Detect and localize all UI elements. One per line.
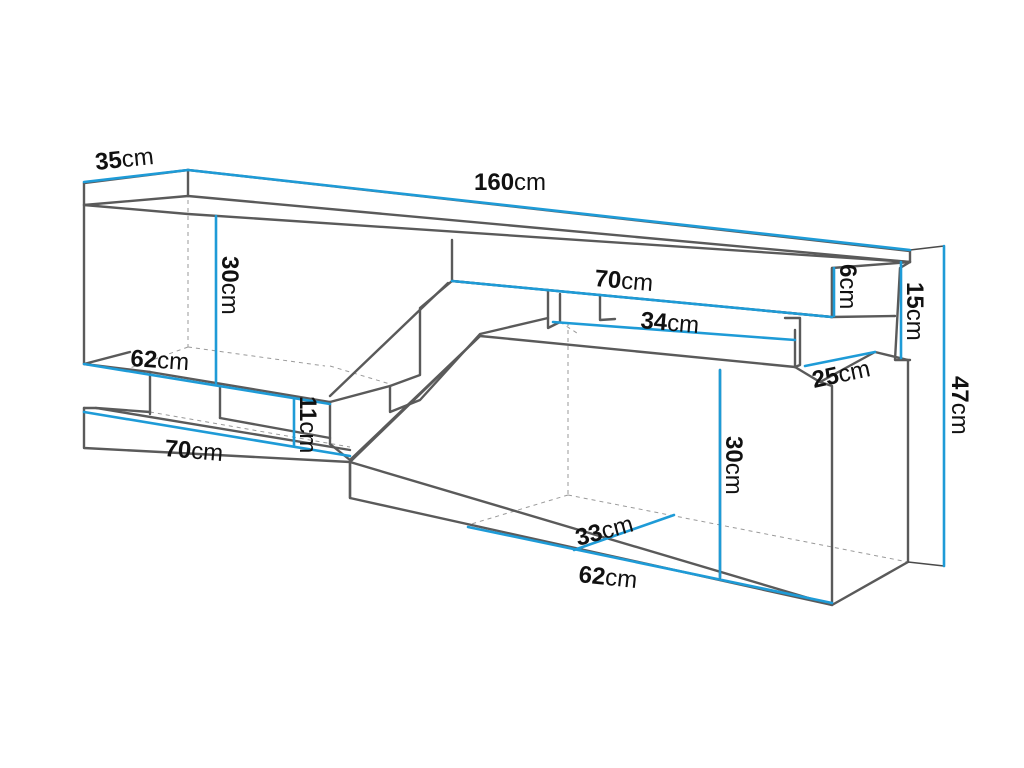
dim-line-overall-depth	[82, 168, 190, 184]
label-overall-depth: 35cm	[94, 143, 155, 176]
label-right-step-depth: 25cm	[810, 355, 873, 394]
label-total-height: 47cm	[946, 376, 973, 435]
dim-line-center-shelf-width	[450, 279, 834, 319]
label-center-shelf-height: 6cm	[834, 264, 861, 309]
dimension-labels: 35cm 160cm 30cm 62cm 70cm 6cm 15cm 34cm …	[94, 143, 973, 594]
label-right-lower-height: 30cm	[720, 436, 747, 495]
label-right-lower-width: 62cm	[577, 561, 638, 594]
left-upper-module	[82, 203, 332, 404]
right-upper-step	[893, 260, 912, 362]
dim-line-right-step-depth	[803, 350, 877, 368]
dimension-lines	[82, 168, 946, 605]
label-left-upper-width: 62cm	[130, 345, 190, 376]
label-center-shelf-width: 70cm	[593, 265, 654, 297]
label-left-base-width: 70cm	[163, 435, 224, 467]
label-left-gap-height: 11cm	[294, 396, 321, 453]
label-inner-shelf-width: 34cm	[639, 307, 700, 339]
label-left-upper-height: 30cm	[216, 256, 243, 315]
label-overall-width: 160cm	[474, 169, 546, 196]
dim-line-overall-width	[186, 168, 912, 252]
right-lower-module	[348, 350, 910, 607]
extension-lines	[907, 245, 945, 567]
label-top-right-height: 15cm	[901, 282, 928, 341]
dim-line-right-lower-width	[466, 525, 834, 605]
dim-line-inner-shelf-width	[551, 320, 797, 342]
dim-line-left-base-width	[82, 410, 352, 458]
label-right-lower-depth: 33cm	[573, 511, 637, 552]
dim-line-left-upper-width	[82, 362, 332, 406]
hidden-edges	[129, 200, 909, 563]
dim-line-right-lower-depth	[572, 513, 676, 552]
